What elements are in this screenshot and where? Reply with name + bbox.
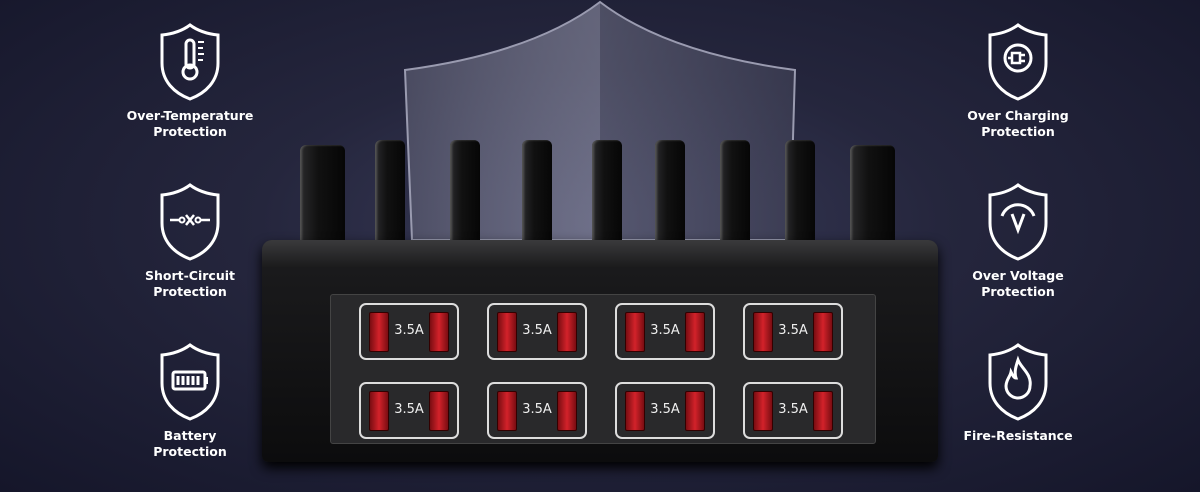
usb-port[interactable] bbox=[369, 391, 389, 431]
usb-port-group: 3.5A bbox=[615, 303, 715, 360]
feature-label-line1: Fire-Resistance bbox=[963, 428, 1073, 443]
thermometer-shield-icon bbox=[160, 23, 220, 101]
battery-shield-icon bbox=[160, 343, 220, 421]
usb-port[interactable] bbox=[625, 391, 645, 431]
usb-port-group: 3.5A bbox=[487, 382, 587, 439]
plug-shield-icon bbox=[988, 23, 1048, 101]
usb-port[interactable] bbox=[813, 312, 833, 352]
usb-port[interactable] bbox=[429, 312, 449, 352]
port-current-label: 3.5A bbox=[394, 323, 424, 338]
port-current-label: 3.5A bbox=[778, 402, 808, 417]
usb-port[interactable] bbox=[557, 312, 577, 352]
feature-label-line2: Protection bbox=[153, 124, 227, 139]
usb-port[interactable] bbox=[753, 391, 773, 431]
usb-port[interactable] bbox=[557, 391, 577, 431]
usb-port[interactable] bbox=[813, 391, 833, 431]
usb-port[interactable] bbox=[369, 312, 389, 352]
usb-port[interactable] bbox=[685, 312, 705, 352]
usb-port[interactable] bbox=[497, 312, 517, 352]
usb-port[interactable] bbox=[625, 312, 645, 352]
port-current-label: 3.5A bbox=[650, 323, 680, 338]
voltage-shield-icon bbox=[988, 183, 1048, 261]
feature-label-line2: Protection bbox=[981, 124, 1055, 139]
feature-label-line2: Protection bbox=[153, 444, 227, 459]
feature-label-line2: Protection bbox=[153, 284, 227, 299]
usb-port-group: 3.5A bbox=[743, 382, 843, 439]
usb-port-group: 3.5A bbox=[615, 382, 715, 439]
usb-port[interactable] bbox=[497, 391, 517, 431]
usb-port-group: 3.5A bbox=[359, 382, 459, 439]
feature-label-line1: Over Voltage bbox=[972, 268, 1064, 283]
feature-label-line2: Protection bbox=[981, 284, 1055, 299]
usb-port-group: 3.5A bbox=[487, 303, 587, 360]
feature-label-line1: Battery bbox=[163, 428, 217, 443]
port-current-label: 3.5A bbox=[778, 323, 808, 338]
charging-station: 3.5A 3.5A 3.5A 3.5A 3.5A 3.5A 3.5A 3.5A bbox=[262, 240, 938, 462]
port-current-label: 3.5A bbox=[650, 402, 680, 417]
usb-port-group: 3.5A bbox=[359, 303, 459, 360]
port-current-label: 3.5A bbox=[522, 402, 552, 417]
feature-label-line1: Over Charging bbox=[967, 108, 1069, 123]
usb-port[interactable] bbox=[429, 391, 449, 431]
usb-port[interactable] bbox=[753, 312, 773, 352]
feature-label-line1: Over-Temperature bbox=[126, 108, 254, 123]
port-current-label: 3.5A bbox=[394, 402, 424, 417]
usb-port-group: 3.5A bbox=[743, 303, 843, 360]
feature-label-line1: Short-Circuit bbox=[144, 268, 235, 283]
usb-port-panel: 3.5A 3.5A 3.5A 3.5A 3.5A 3.5A 3.5A 3.5A bbox=[330, 294, 876, 444]
short-circuit-shield-icon bbox=[160, 183, 220, 261]
fire-shield-icon bbox=[988, 343, 1048, 421]
feature-right-2: Fire-Resistance bbox=[938, 342, 1098, 444]
port-current-label: 3.5A bbox=[522, 323, 552, 338]
usb-port[interactable] bbox=[685, 391, 705, 431]
